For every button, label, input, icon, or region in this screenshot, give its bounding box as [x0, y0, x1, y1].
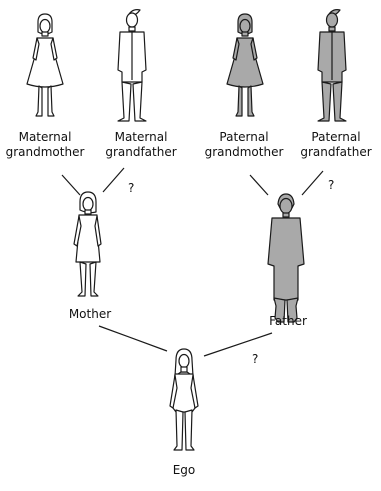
man-icon — [318, 10, 346, 121]
connector-mother-ego — [99, 326, 167, 351]
label-ego: Ego — [144, 463, 224, 478]
person-icon — [170, 349, 198, 450]
connector-father-ego — [204, 333, 272, 356]
label-maternal-grandfather: Maternal grandfather — [98, 130, 184, 160]
man-icon — [118, 10, 146, 121]
label-mother: Mother — [50, 307, 130, 322]
connector-paternal-grandfather-father — [302, 171, 323, 195]
label-father: Father — [248, 314, 328, 329]
woman-dress-icon — [227, 14, 263, 116]
maternal-grandmother-figure — [27, 14, 63, 116]
label-maternal-grandmother: Maternal grandmother — [2, 130, 88, 160]
label-maternal-grandfather-line2: grandfather — [98, 145, 184, 160]
father-figure — [268, 194, 304, 322]
connector-paternal-grandmother-father — [250, 175, 268, 195]
paternal-grandfather-figure — [318, 10, 346, 121]
woman-icon — [74, 192, 101, 296]
label-maternal-grandmother-line1: Maternal — [2, 130, 88, 145]
label-paternal-grandmother: Paternal grandmother — [196, 130, 292, 160]
uncertain-mark-maternal-grandfather: ? — [128, 181, 134, 196]
label-maternal-grandmother-line2: grandmother — [2, 145, 88, 160]
uncertain-mark-father: ? — [252, 352, 258, 367]
label-paternal-grandfather: Paternal grandfather — [293, 130, 379, 160]
label-paternal-grandfather-line2: grandfather — [293, 145, 379, 160]
uncertain-mark-paternal-grandfather: ? — [328, 178, 334, 193]
label-paternal-grandfather-line1: Paternal — [293, 130, 379, 145]
label-paternal-grandmother-line2: grandmother — [196, 145, 292, 160]
man-icon — [268, 194, 304, 322]
maternal-grandfather-figure — [118, 10, 146, 121]
label-maternal-grandfather-line1: Maternal — [98, 130, 184, 145]
mother-figure — [74, 192, 101, 296]
paternal-grandmother-figure — [227, 14, 263, 116]
label-paternal-grandmother-line1: Paternal — [196, 130, 292, 145]
ego-figure — [170, 349, 198, 450]
connector-maternal-grandfather-mother — [103, 168, 124, 192]
connector-maternal-grandmother-mother — [62, 175, 80, 195]
woman-dress-icon — [27, 14, 63, 116]
